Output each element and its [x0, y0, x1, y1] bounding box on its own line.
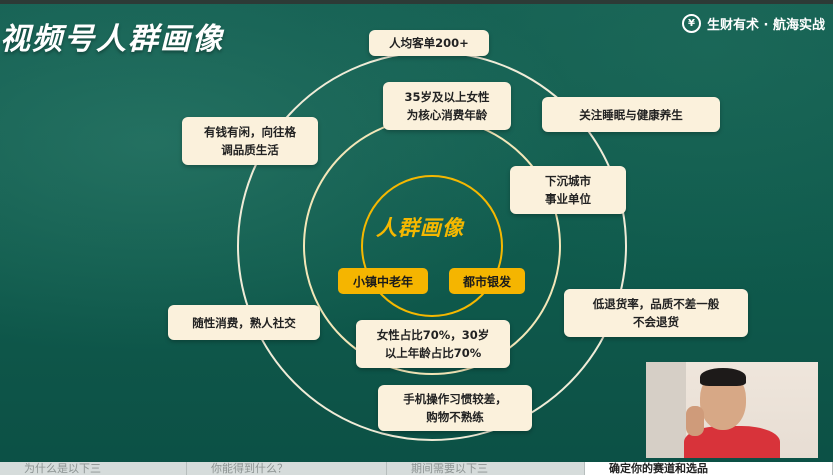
box-female-ratio-line2: 以上年龄占比70% [384, 346, 482, 360]
box-female-ratio: 女性占比70%，30岁 以上年龄占比70% [356, 320, 510, 368]
bottom-tab-2[interactable]: 你能得到什么？ [187, 462, 387, 475]
box-sinking-city-line1: 下沉城市 [545, 174, 591, 188]
box-rich-leisure-line2: 调品质生活 [221, 143, 279, 157]
box-sleep-health: 关注睡眠与健康养生 [542, 97, 720, 132]
tag-small-town-elderly: 小镇中老年 [338, 268, 428, 294]
box-phone-skill-line1: 手机操作习惯较差， [403, 392, 507, 406]
box-rich-leisure-line1: 有钱有闲，向往格 [204, 125, 296, 139]
brand-text: 生财有术 · 航海实战 [707, 18, 825, 33]
center-title: 人群画像 [376, 216, 464, 240]
box-core-age: 35岁及以上女性 为核心消费年龄 [383, 82, 511, 130]
box-core-age-line1: 35岁及以上女性 [404, 90, 490, 104]
bottom-tab-1[interactable]: 为什么是以下三 [0, 462, 187, 475]
brand-logo-icon: ¥ [682, 14, 701, 33]
bottom-tab-4[interactable]: 确定你的赛道和选品 [585, 462, 833, 475]
box-sinking-city: 下沉城市 事业单位 [510, 166, 626, 214]
box-casual-social: 随性消费，熟人社交 [168, 305, 320, 340]
inner-ring [361, 175, 503, 317]
window-top-strip [0, 0, 833, 4]
box-female-ratio-line1: 女性占比70%，30岁 [376, 328, 490, 342]
box-return-rate: 低退货率，品质不差一般 不会退货 [564, 289, 748, 337]
webcam-video [646, 362, 818, 458]
tag-urban-silver: 都市银发 [449, 268, 525, 294]
box-rich-leisure: 有钱有闲，向往格 调品质生活 [182, 117, 318, 165]
page-title: 视频号人群画像 [0, 22, 224, 57]
bottom-tab-3[interactable]: 期间需要以下三 [387, 462, 585, 475]
box-phone-skill-line2: 购物不熟练 [426, 410, 484, 424]
box-avg-order: 人均客单200+ [369, 30, 489, 56]
box-return-rate-line2: 不会退货 [633, 315, 679, 329]
box-core-age-line2: 为核心消费年龄 [406, 108, 488, 122]
box-return-rate-line1: 低退货率，品质不差一般 [592, 297, 720, 311]
box-sinking-city-line2: 事业单位 [545, 192, 591, 206]
box-phone-skill: 手机操作习惯较差， 购物不熟练 [378, 385, 532, 431]
bottom-tab-bar: 为什么是以下三 你能得到什么？ 期间需要以下三 确定你的赛道和选品 [0, 462, 833, 475]
brand: ¥ 生财有术 · 航海实战 [682, 14, 825, 33]
